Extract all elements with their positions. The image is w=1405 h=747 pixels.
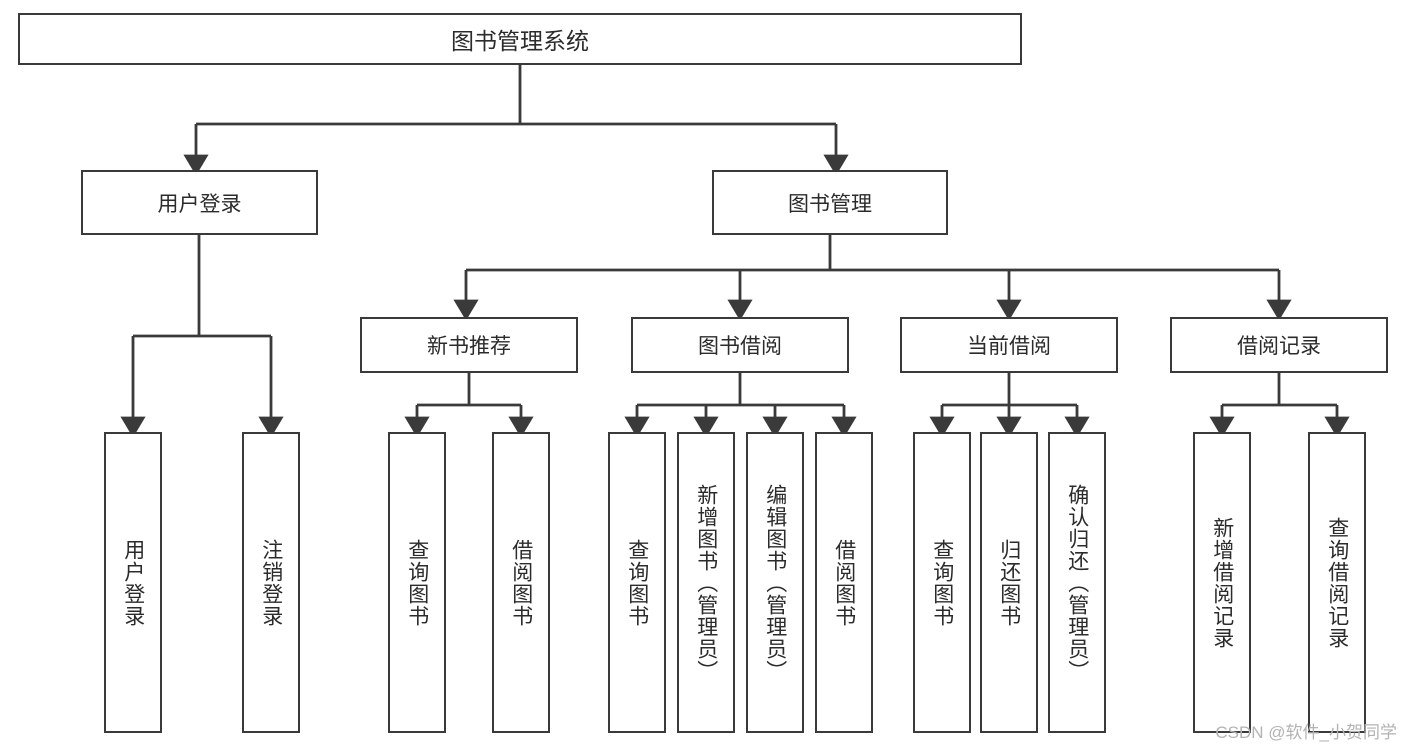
- node-label: 新增图书（管理员）: [694, 483, 718, 682]
- node-new-book-recommend[interactable]: 新书推荐: [360, 317, 578, 373]
- node-user-login[interactable]: 用户登录: [81, 170, 318, 235]
- node-label: 借阅图书: [832, 538, 856, 627]
- node-label: 图书管理系统: [451, 28, 589, 54]
- leaf-new-book-borrow[interactable]: 借阅图书: [492, 432, 550, 733]
- leaf-new-book-query[interactable]: 查询图书: [388, 432, 446, 733]
- node-current-borrow[interactable]: 当前借阅: [900, 317, 1118, 373]
- leaf-record-query[interactable]: 查询借阅记录: [1308, 432, 1366, 733]
- node-label: 查询图书: [930, 538, 954, 627]
- node-book-borrow[interactable]: 图书借阅: [631, 317, 849, 373]
- node-label: 图书管理: [788, 192, 872, 216]
- leaf-user-login-logout[interactable]: 注销登录: [242, 432, 300, 733]
- node-book-management[interactable]: 图书管理: [712, 170, 948, 235]
- leaf-borrow-query-book[interactable]: 查询图书: [608, 432, 666, 733]
- node-label: 编辑图书（管理员）: [763, 483, 787, 682]
- node-label: 用户登录: [121, 538, 145, 627]
- node-label: 借阅图书: [509, 538, 533, 627]
- leaf-borrow-edit-book-admin[interactable]: 编辑图书（管理员）: [746, 432, 804, 733]
- node-root-system[interactable]: 图书管理系统: [18, 13, 1022, 65]
- node-label: 查询图书: [405, 538, 429, 627]
- leaf-current-return-book[interactable]: 归还图书: [980, 432, 1038, 733]
- node-label: 图书借阅: [698, 335, 782, 358]
- node-label: 注销登录: [259, 538, 283, 627]
- leaf-borrow-borrow-book[interactable]: 借阅图书: [815, 432, 873, 733]
- node-borrow-record[interactable]: 借阅记录: [1170, 317, 1388, 373]
- node-label: 用户登录: [157, 192, 242, 216]
- node-label: 新增借阅记录: [1210, 516, 1234, 649]
- leaf-record-add[interactable]: 新增借阅记录: [1193, 432, 1251, 733]
- node-label: 查询图书: [625, 538, 649, 627]
- node-label: 查询借阅记录: [1325, 516, 1349, 649]
- leaf-current-query-book[interactable]: 查询图书: [913, 432, 971, 733]
- node-label: 当前借阅: [967, 335, 1051, 358]
- leaf-user-login-login[interactable]: 用户登录: [104, 432, 162, 733]
- leaf-current-confirm-return-admin[interactable]: 确认归还（管理员）: [1048, 432, 1106, 733]
- watermark: CSDN @软件_小贺同学: [1215, 723, 1397, 742]
- node-label: 借阅记录: [1237, 335, 1321, 358]
- node-label: 新书推荐: [427, 335, 511, 358]
- leaf-borrow-add-book-admin[interactable]: 新增图书（管理员）: [677, 432, 735, 733]
- node-label: 确认归还（管理员）: [1065, 483, 1089, 682]
- node-label: 归还图书: [997, 538, 1021, 627]
